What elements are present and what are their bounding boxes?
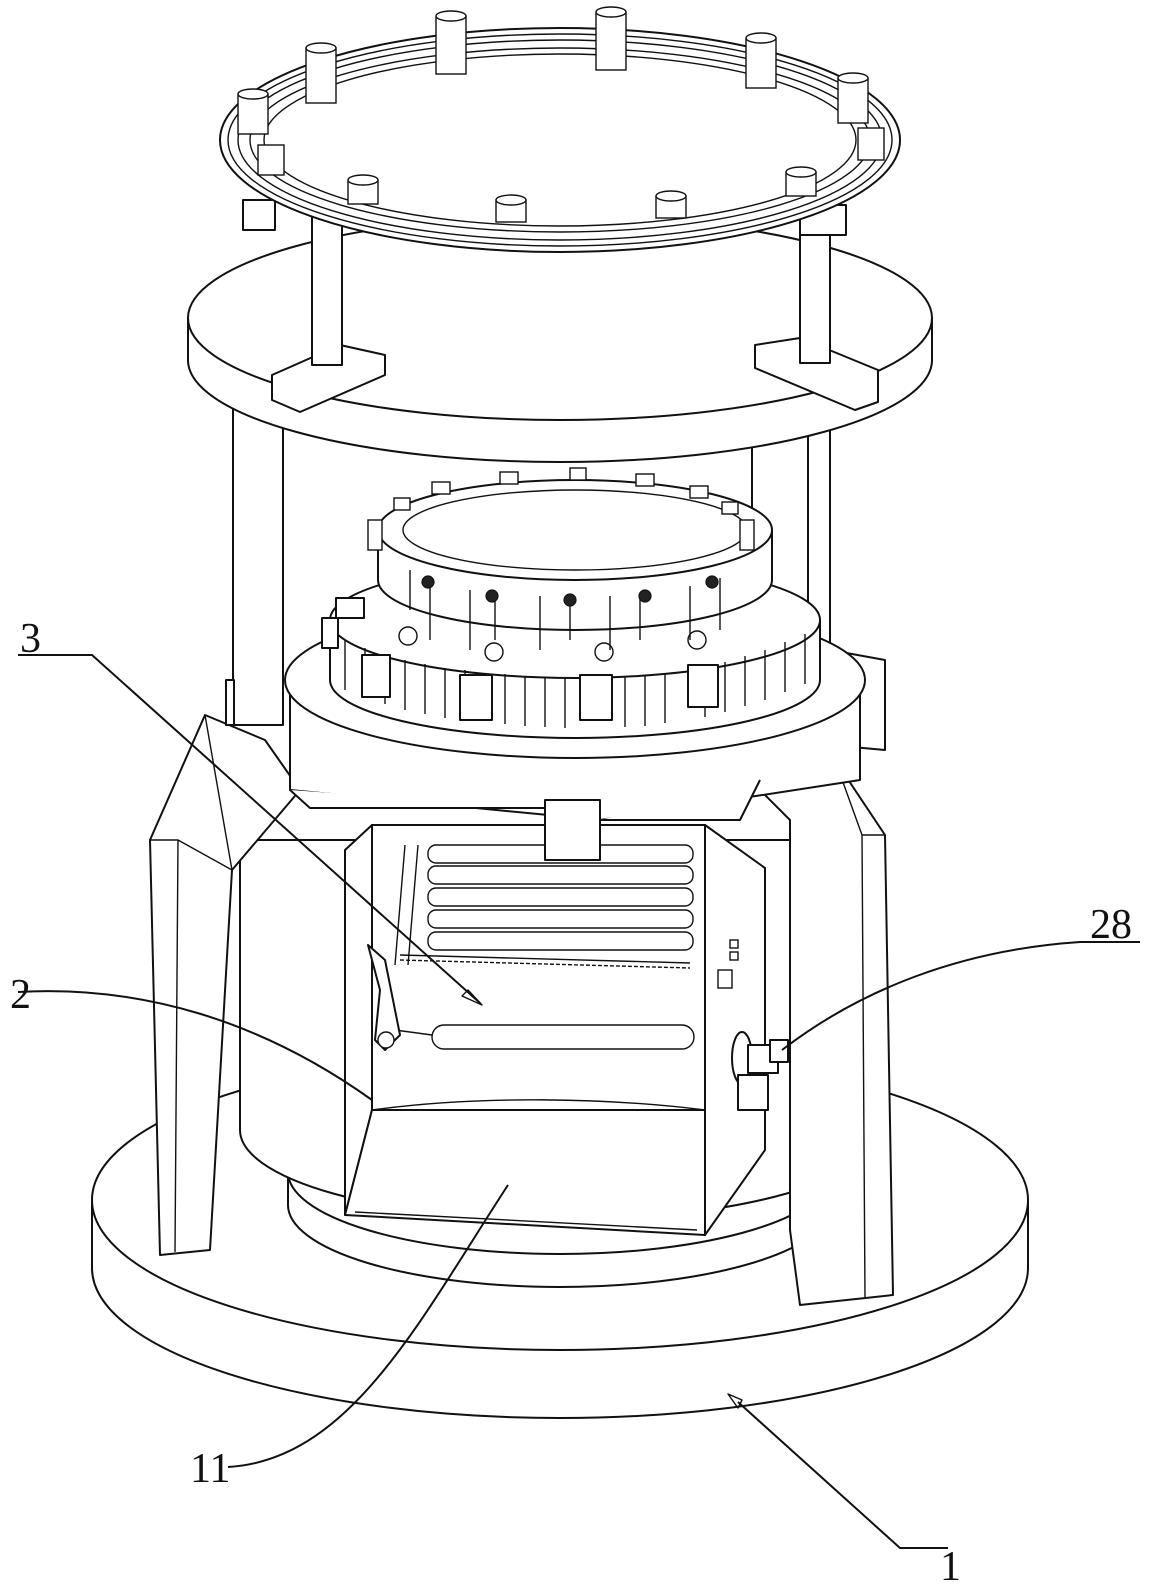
label-28: 28 xyxy=(1090,902,1132,948)
label-11: 11 xyxy=(190,1446,230,1492)
collection-housing xyxy=(345,825,765,1235)
label-3: 3 xyxy=(20,616,41,662)
creel-ring xyxy=(220,7,900,252)
upper-roller-set xyxy=(395,845,693,968)
leader-1 xyxy=(738,1402,948,1548)
label-1: 1 xyxy=(940,1544,961,1584)
lower-roller xyxy=(395,1025,694,1049)
label-2: 2 xyxy=(10,972,31,1018)
